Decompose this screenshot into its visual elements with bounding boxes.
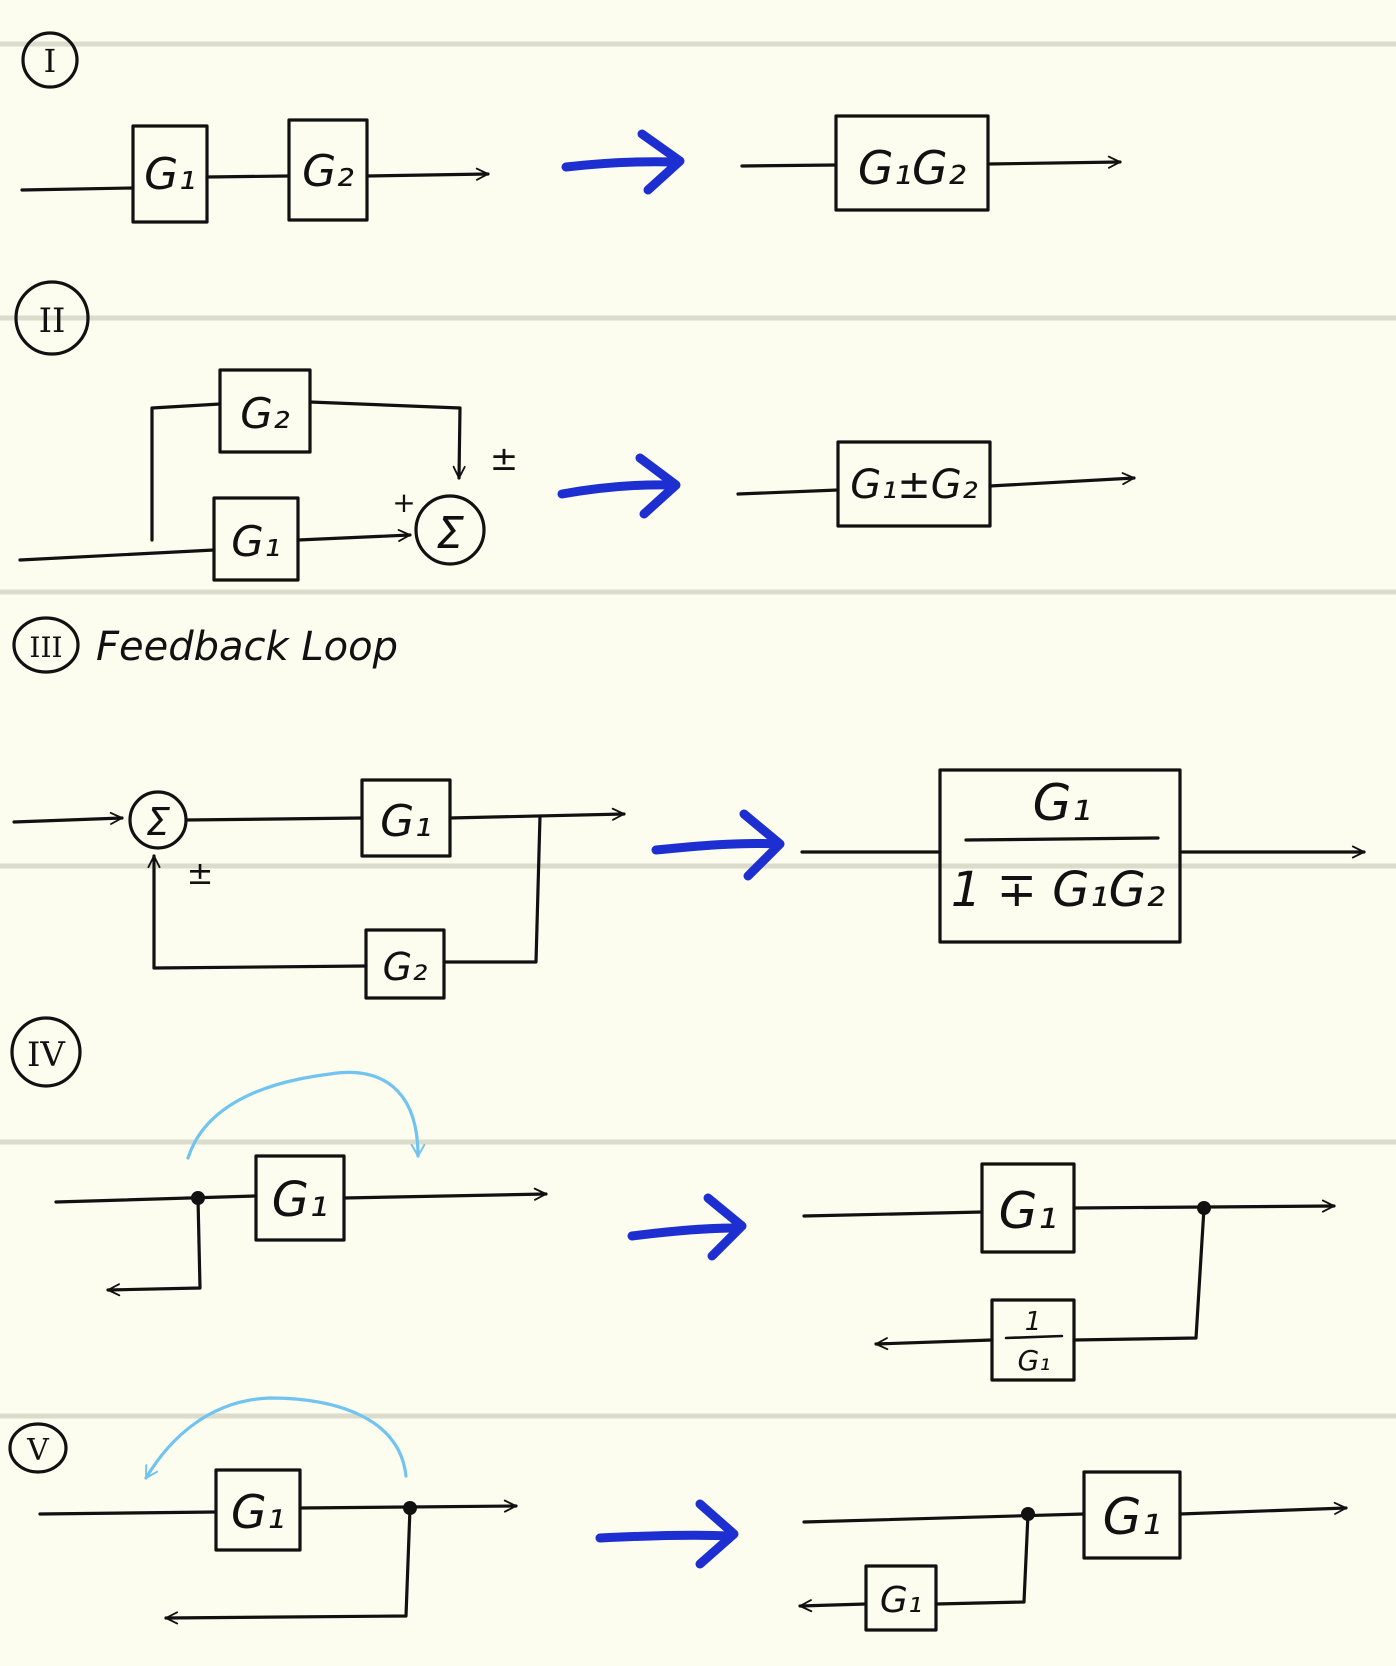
pickoff-branch-arrow — [164, 1506, 412, 1625]
result-input-line — [802, 1210, 984, 1218]
section-5-move-pickoff-backward: V G₁ G₁ G₁ — [8, 1396, 1348, 1632]
move-curve-arrow — [186, 1070, 426, 1160]
sign-left: + — [392, 486, 415, 519]
block-result — [938, 768, 1182, 944]
transform-arrow — [595, 1499, 739, 1569]
block-result-label: G₁±G₂ — [850, 462, 978, 508]
block-result-feedback-label: G₁ — [880, 1580, 922, 1621]
input-line — [38, 1510, 218, 1516]
notebook-rules — [0, 41, 1396, 1419]
block-result-feedback — [864, 1564, 938, 1632]
numeral-text: I — [44, 42, 57, 80]
result-input-line — [736, 488, 840, 496]
numeral-circle — [10, 1016, 82, 1088]
block-g1 — [131, 124, 209, 224]
section-3-numeral: III — [12, 616, 80, 674]
block-g2-label: G₂ — [240, 389, 290, 438]
input-line — [18, 548, 216, 562]
fraction-bar — [964, 836, 1160, 842]
numeral-text: IV — [27, 1035, 66, 1075]
block-result-inverse-denominator: G₁ — [1018, 1344, 1051, 1377]
block-result-inverse-numerator: 1 — [1025, 1307, 1042, 1337]
sign-top: ± — [490, 439, 519, 479]
block-result-denominator: 1 ∓ G₁G₂ — [951, 862, 1165, 918]
block-result-g1-label: G₁ — [999, 1182, 1058, 1240]
output-arrow — [342, 1187, 548, 1201]
block-g2-label: G₂ — [302, 146, 354, 197]
transform-arrow — [557, 453, 681, 519]
input-arrow — [12, 811, 124, 825]
block-g2 — [218, 368, 312, 454]
output-arrow — [448, 807, 626, 821]
result-output-arrow — [986, 155, 1122, 169]
numeral-circle — [14, 280, 90, 356]
sum-to-g1-line — [184, 816, 364, 822]
feedback-line-right — [442, 814, 542, 964]
section-4-move-pickoff-forward: IV G₁ G₁ 1 G₁ — [10, 1016, 1336, 1382]
numeral-text: II — [39, 301, 66, 341]
section-5-numeral: V — [8, 1422, 68, 1474]
block-result-numerator: G₁ — [1033, 774, 1092, 832]
transform-arrow — [627, 1193, 747, 1261]
transform-arrow — [561, 129, 685, 195]
block-g2-label: G₂ — [383, 945, 428, 989]
result-input-line — [802, 1512, 1086, 1524]
branch-line — [150, 402, 222, 542]
section-1-numeral: I — [21, 31, 79, 89]
output-arrow — [365, 167, 490, 181]
input-line — [54, 1194, 258, 1204]
summing-junction-label: Σ — [436, 508, 464, 559]
section-2-parallel: II G₂ G₁ Σ ± + G₁±G₂ — [14, 280, 1136, 582]
block-result-g1-label: G₁ — [1103, 1488, 1162, 1546]
section-4-numeral: IV — [10, 1016, 82, 1088]
pickoff-branch-arrow — [106, 1196, 202, 1297]
result-output-arrow — [988, 472, 1136, 488]
numeral-circle — [21, 31, 79, 89]
inverse-fraction-bar — [1004, 1334, 1064, 1340]
result-feedback-arrow — [874, 1337, 994, 1351]
result-feedback-arrow — [798, 1599, 868, 1613]
block-g1-label: G₁ — [144, 149, 196, 200]
numeral-circle — [8, 1422, 68, 1474]
result-branch-line — [934, 1512, 1030, 1606]
transform-arrow — [651, 809, 785, 881]
result-output-arrow — [1178, 1501, 1348, 1516]
section-3-feedback: III Feedback Loop Σ ± G₁ G₂ G₁ 1 ∓ G₁G₂ — [12, 616, 1366, 1000]
numeral-text: III — [29, 631, 62, 664]
block-g1-label: G₁ — [231, 1485, 285, 1539]
block-g2 — [364, 928, 446, 1000]
feedback-arrow-left — [147, 854, 368, 970]
summing-junction-label: Σ — [146, 800, 170, 844]
connector-line — [205, 174, 290, 179]
sign-bottom: ± — [187, 854, 214, 892]
numeral-text: V — [26, 1433, 50, 1468]
block-result — [836, 440, 992, 528]
block-g2 — [287, 118, 369, 222]
move-curve-arrow — [144, 1396, 408, 1480]
summing-junction — [414, 494, 486, 566]
block-g1-label: G₁ — [272, 1172, 328, 1228]
result-input-line — [740, 163, 838, 168]
block-g1-label: G₁ — [231, 517, 280, 566]
numeral-circle — [12, 616, 80, 674]
block-result-label: G₁G₂ — [858, 141, 966, 195]
block-g1 — [214, 1468, 302, 1552]
result-branch-line — [1072, 1206, 1206, 1342]
g2-to-sum-arrow — [308, 400, 466, 480]
g1-to-sum-arrow — [296, 528, 412, 543]
section-1-series: I G₁ G₂ G₁G₂ — [20, 31, 1122, 224]
section-title: Feedback Loop — [96, 624, 398, 670]
input-line — [20, 186, 134, 192]
section-2-numeral: II — [14, 280, 90, 356]
block-g1-label: G₁ — [380, 796, 432, 847]
